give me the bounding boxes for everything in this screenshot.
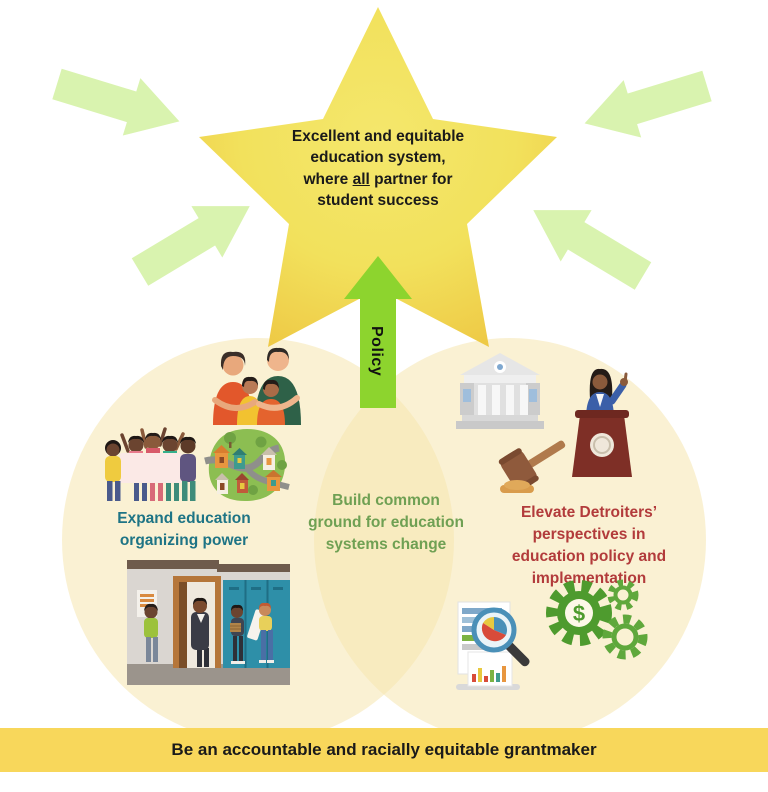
arrow-top-left-icon bbox=[48, 55, 189, 151]
left-circle-label: Expand education organizing power bbox=[117, 510, 251, 549]
right-circle-label: Elevate Detroiters’ perspectives in educ… bbox=[511, 504, 667, 587]
school-hallway-illustration bbox=[127, 560, 290, 685]
family-illustration bbox=[212, 347, 301, 425]
policy-arrow-shape bbox=[344, 256, 412, 408]
speaker-podium-illustration bbox=[572, 368, 632, 477]
policy-arrow-label: Policy bbox=[368, 325, 385, 377]
gears-dollar-illustration: $ bbox=[546, 579, 648, 660]
star-goal-text-suffix: partner for student success bbox=[317, 170, 453, 210]
center-overlap-label: Build common ground for education system… bbox=[308, 492, 464, 553]
arrow-top-right-icon bbox=[575, 57, 716, 153]
star-goal-text: Excellent and equitable education system… bbox=[286, 126, 470, 212]
data-analysis-illustration bbox=[456, 601, 530, 690]
star-goal-text-prefix: Excellent and equitable education system… bbox=[291, 128, 465, 188]
gavel-illustration bbox=[498, 440, 566, 493]
protest-group-illustration bbox=[105, 427, 196, 501]
government-building-illustration bbox=[456, 353, 544, 429]
dollar-icon: $ bbox=[573, 601, 585, 626]
star-goal-text-underlined: all bbox=[352, 170, 370, 188]
grantmaker-banner: Be an accountable and racially equitable… bbox=[0, 728, 768, 772]
arrow-mid-left-icon bbox=[124, 180, 266, 298]
arrow-mid-right-icon bbox=[517, 184, 659, 302]
grantmaker-banner-label: Be an accountable and racially equitable… bbox=[171, 740, 597, 759]
star-shape bbox=[199, 7, 557, 347]
neighborhood-map-illustration bbox=[204, 429, 290, 501]
